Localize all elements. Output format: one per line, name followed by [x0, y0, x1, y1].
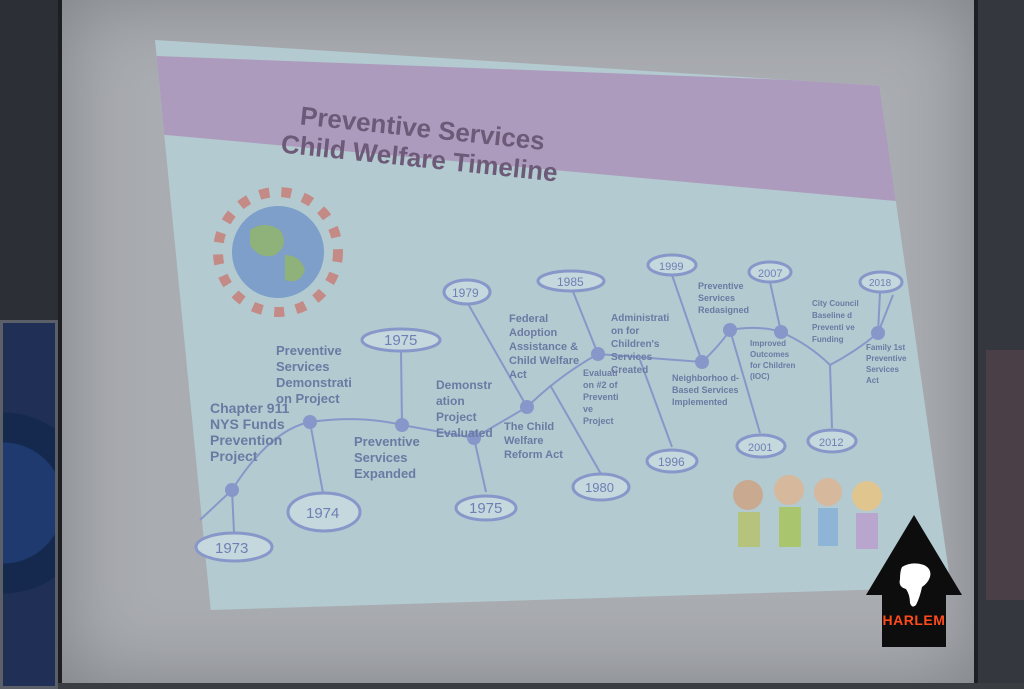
event-child-welfare-reform: The Child Welfare Reform Act [504, 421, 563, 461]
africa-house-icon [866, 515, 962, 647]
event-services-expanded: Preventive Services Expanded [354, 434, 420, 481]
year-2007: 2007 [758, 268, 782, 280]
event-demonstration-project: Preventive Services Demonstrati on Proje… [276, 343, 352, 406]
event-services-redesigned: Preventive Services Redasigned [698, 281, 750, 315]
year-1974: 1974 [306, 505, 339, 522]
event-city-council-funding: City Council Baseline d Preventi ve Fund… [812, 299, 859, 344]
logo-text: HARLEM [882, 612, 946, 628]
event-neighborhood-services: Neighborhoo d-Based Services Implemented [672, 373, 739, 407]
year-2001: 2001 [748, 442, 772, 454]
year-ovals [194, 253, 904, 563]
year-1973: 1973 [215, 540, 248, 557]
event-chapter-911: Chapter 911 NYS Funds Prevention Project [210, 400, 290, 464]
event-evaluation-2: Evaluati on #2 of Preventi ve Project [583, 368, 619, 426]
wall-poster-right [986, 350, 1024, 600]
year-1996: 1996 [658, 455, 685, 469]
event-ioc: Improved Outcomes for Children (IOC) [750, 339, 796, 381]
year-2018: 2018 [869, 278, 892, 289]
year-1979: 1979 [452, 286, 479, 300]
year-1985: 1985 [557, 275, 584, 289]
year-1975-top: 1975 [384, 332, 417, 349]
year-2012: 2012 [819, 437, 843, 449]
kids-clipart [733, 475, 882, 549]
event-federal-adoption: Federal Adoption Assistance & Child Welf… [509, 313, 580, 381]
year-1999: 1999 [659, 261, 683, 273]
timeline-path [199, 294, 894, 521]
timeline-stems [231, 274, 881, 533]
harlem-logo: HARLEM [866, 515, 962, 655]
globe-children-clipart [213, 187, 343, 317]
year-1980: 1980 [585, 480, 614, 495]
event-family-first: Family 1st Preventive Services Act [866, 343, 907, 385]
wall-poster-left [0, 320, 58, 689]
event-acs-created: Administrati on for Children's Services … [611, 313, 670, 376]
event-demo-evaluated: Demonstr ation Project Evaluated [436, 378, 493, 440]
year-1975-bottom: 1975 [469, 500, 502, 517]
timeline-nodes [225, 323, 885, 497]
